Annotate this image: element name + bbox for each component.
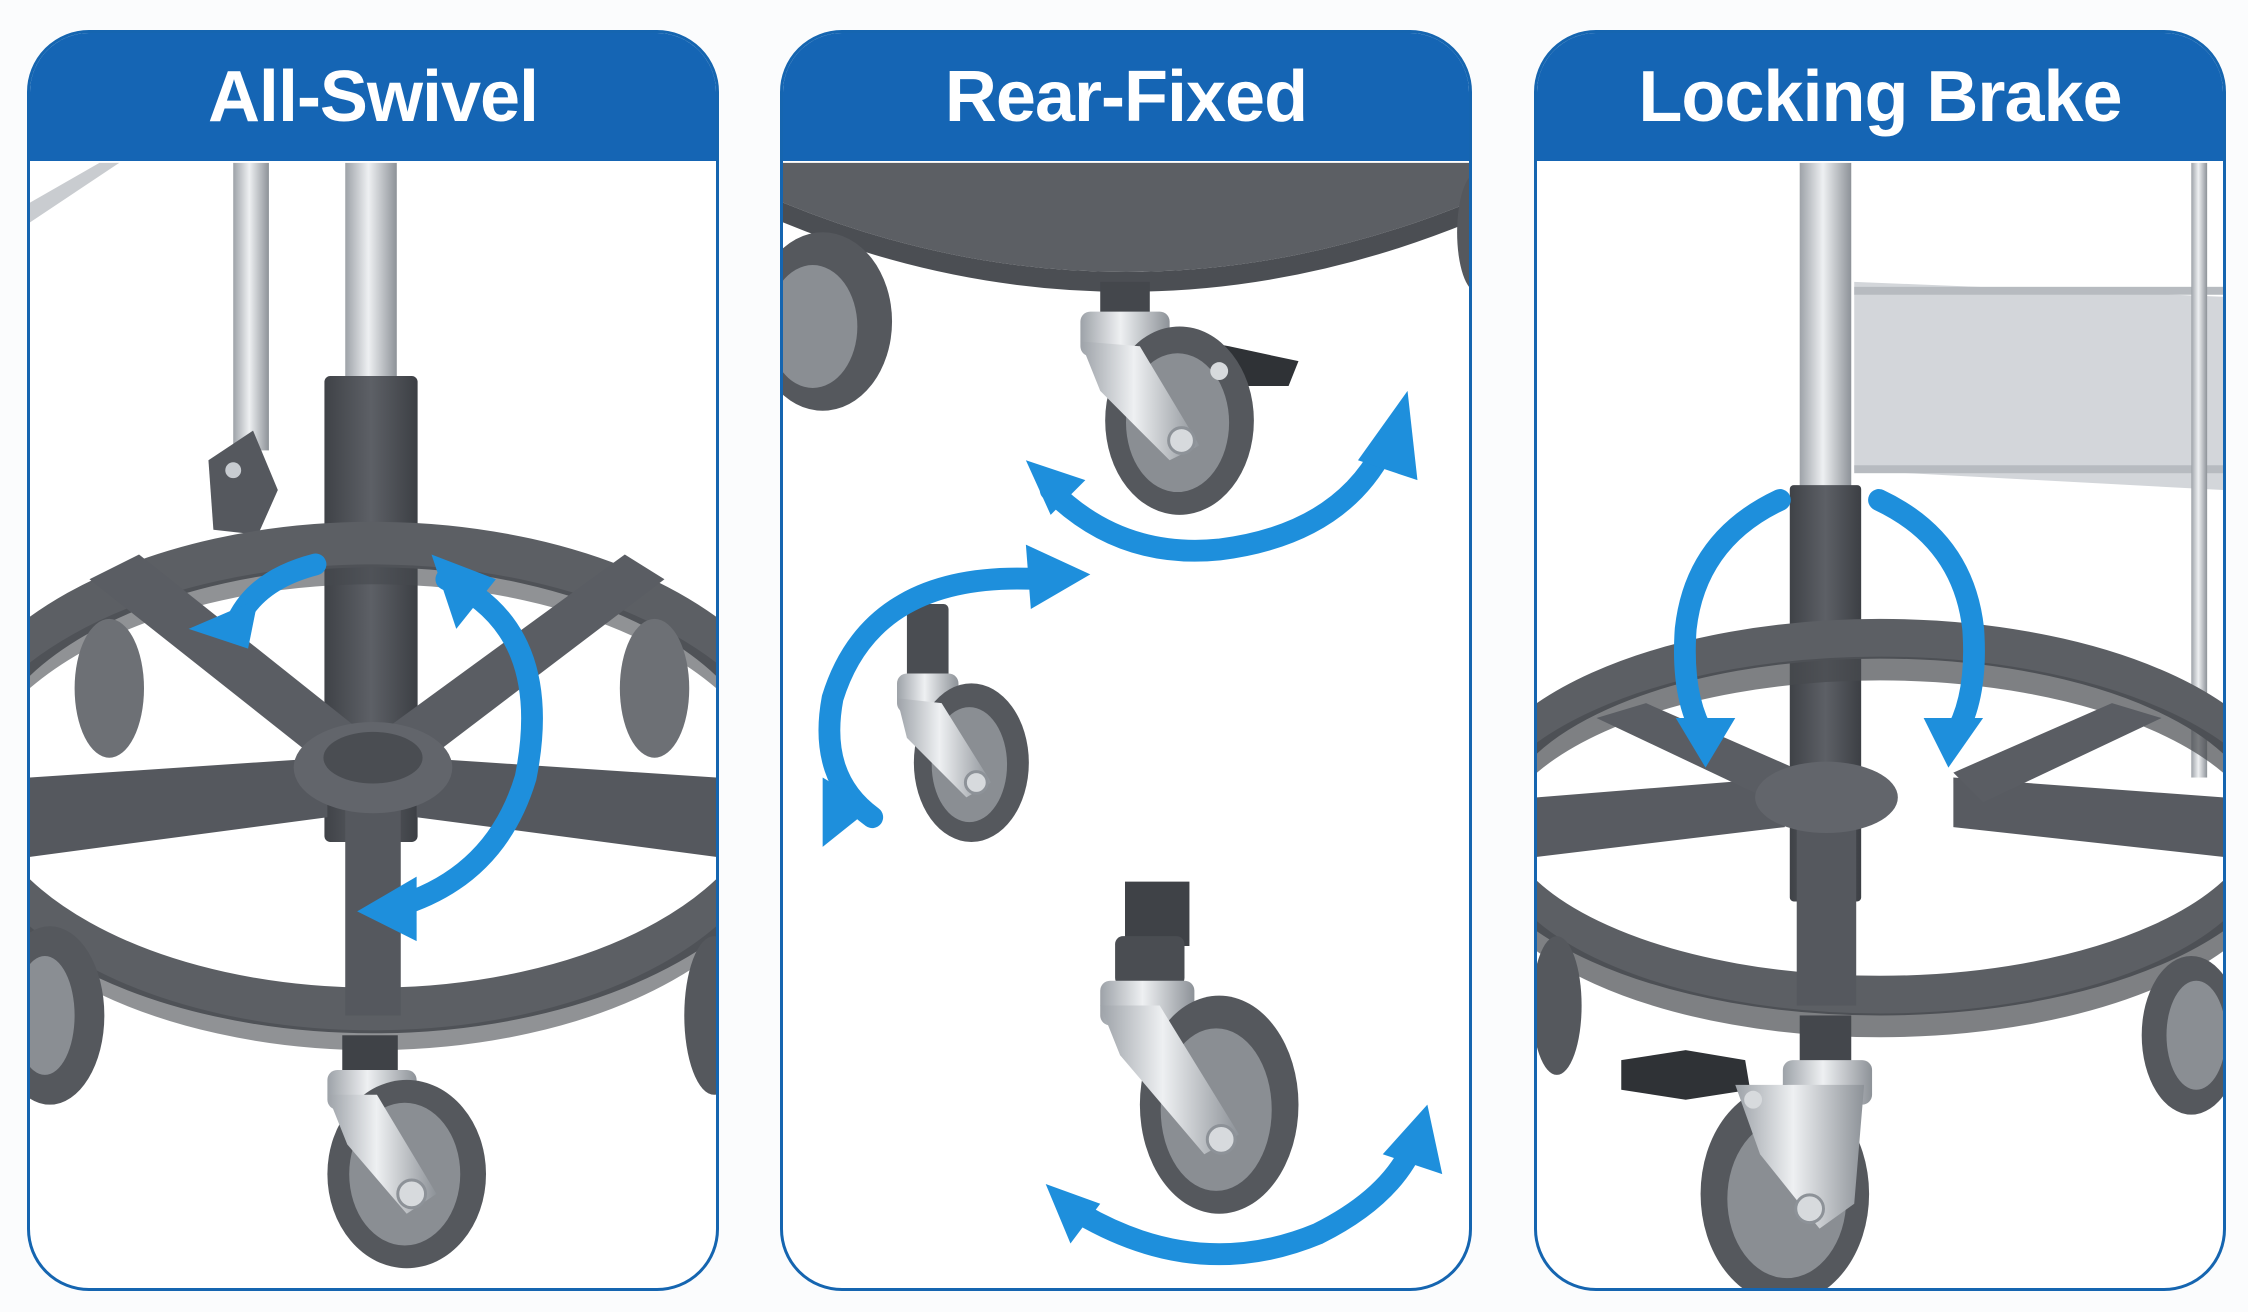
panel-title: Locking Brake [1638,57,2122,137]
locking-brake-illustration [1537,161,2223,1288]
brake-caster-icon [1080,281,1299,515]
caster-icon [1100,881,1299,1214]
panel-title: All-Swivel [207,57,539,137]
panel-all-swivel: All-Swivel [27,30,719,1291]
brake-caster-icon [1621,1015,1873,1288]
panel-title: Rear-Fixed [944,57,1308,137]
panel-header: Rear-Fixed [783,33,1469,161]
stool-base-image [30,162,716,1269]
caster-icon [897,604,1029,842]
lock-arrow-icon [1673,489,1985,749]
panel-locking-brake: Locking Brake [1534,30,2226,1291]
caster-icon [327,1035,487,1269]
all-swivel-illustration [30,161,716,1288]
rotation-arrow-icon [818,439,1429,1266]
stool-brake-image [1537,162,2223,1288]
panel-header: All-Swivel [30,33,716,161]
casters-image [783,162,1469,1266]
panel-rear-fixed: Rear-Fixed [780,30,1472,1291]
rear-fixed-illustration [783,161,1469,1288]
panel-header: Locking Brake [1537,33,2223,161]
